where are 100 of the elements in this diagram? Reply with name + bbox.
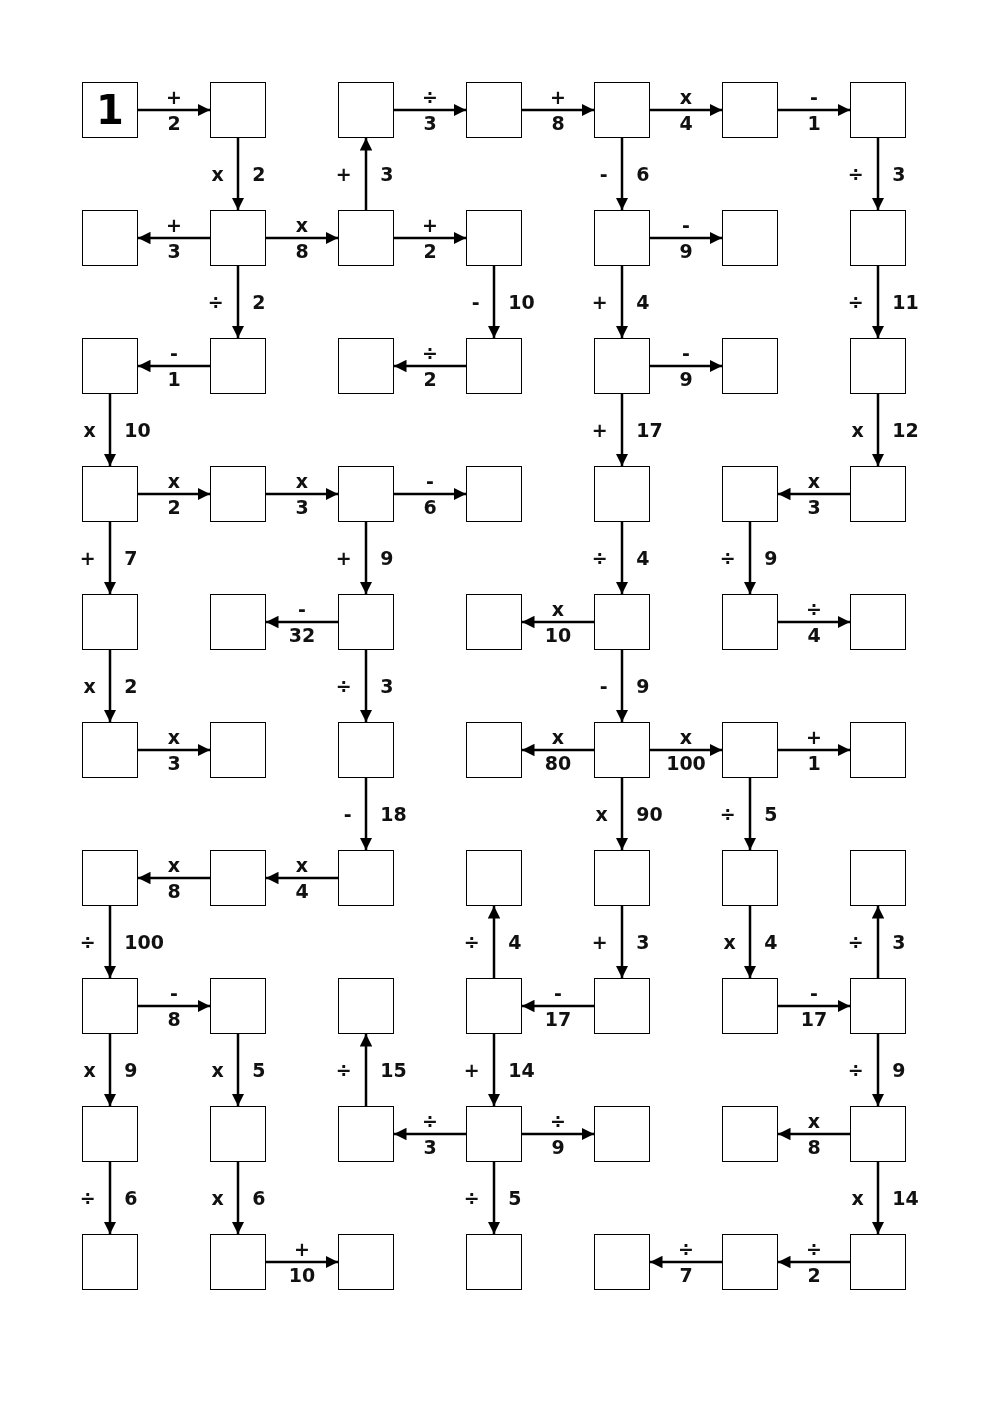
arrow: [522, 743, 594, 757]
edge-label: x 5: [211, 1059, 266, 1081]
answer-box: [338, 594, 394, 650]
answer-box: [82, 210, 138, 266]
answer-box: [82, 338, 138, 394]
arrow: [138, 103, 210, 117]
arrow: [487, 906, 501, 978]
answer-box: [82, 594, 138, 650]
answer-box: [722, 722, 778, 778]
arrow: [871, 1034, 885, 1106]
edge-label: x 90: [595, 803, 663, 825]
arrow: [394, 1127, 466, 1141]
edge-label: ÷ 4: [463, 931, 522, 953]
edge-label: - 17: [800, 981, 828, 1032]
arrow: [231, 138, 245, 210]
answer-box: [594, 1106, 650, 1162]
edge-label: x 80: [544, 725, 572, 776]
edge-label: ÷ 11: [847, 291, 919, 313]
edge-label: ÷ 2: [806, 1237, 822, 1288]
edge-label: ÷ 3: [847, 163, 906, 185]
edge-label: ÷ 5: [719, 803, 778, 825]
edge-label: - 18: [343, 803, 407, 825]
arrow: [266, 871, 338, 885]
edge-label: x 12: [851, 419, 919, 441]
arrow: [266, 615, 338, 629]
answer-box: [210, 1106, 266, 1162]
edge-label: + 3: [166, 213, 182, 264]
arrow: [522, 615, 594, 629]
answer-box: [466, 722, 522, 778]
arrow: [615, 394, 629, 466]
arrow: [359, 138, 373, 210]
edge-label: ÷ 4: [806, 597, 822, 648]
answer-box: [850, 1234, 906, 1290]
answer-box: [466, 1234, 522, 1290]
answer-box: [210, 338, 266, 394]
answer-box: [850, 594, 906, 650]
edge-label: x 4: [679, 85, 693, 136]
edge-label: ÷ 3: [422, 1109, 438, 1160]
edge-label: + 4: [591, 291, 650, 313]
arrow: [650, 1255, 722, 1269]
arrow: [394, 487, 466, 501]
edge-label: - 9: [679, 213, 693, 264]
arrow: [778, 103, 850, 117]
arrow: [266, 231, 338, 245]
arrow: [871, 1162, 885, 1234]
edge-label: ÷ 3: [335, 675, 394, 697]
edge-label: ÷ 2: [207, 291, 266, 313]
edge-label: x 14: [851, 1187, 919, 1209]
edge-label: + 1: [806, 725, 822, 776]
arrow: [778, 999, 850, 1013]
arrow: [615, 266, 629, 338]
answer-box: [338, 82, 394, 138]
arrow: [138, 487, 210, 501]
arrow: [359, 1034, 373, 1106]
answer-box: [594, 978, 650, 1034]
edge-label: - 9: [599, 675, 650, 697]
edge-label: - 17: [544, 981, 572, 1032]
arrow: [394, 359, 466, 373]
edge-label: + 14: [463, 1059, 535, 1081]
edge-label: ÷ 3: [847, 931, 906, 953]
edge-label: ÷ 9: [719, 547, 778, 569]
answer-box: [594, 722, 650, 778]
edge-label: x 8: [295, 213, 309, 264]
start-number: 1: [96, 90, 124, 130]
arrow: [103, 522, 117, 594]
arrow: [394, 231, 466, 245]
edge-label: x 2: [83, 675, 138, 697]
edge-label: ÷ 6: [79, 1187, 138, 1209]
answer-box: [594, 850, 650, 906]
answer-box: [210, 850, 266, 906]
answer-box: [722, 82, 778, 138]
answer-box: [722, 338, 778, 394]
edge-label: ÷ 5: [463, 1187, 522, 1209]
arrow: [103, 394, 117, 466]
arrow: [359, 650, 373, 722]
answer-box: [594, 338, 650, 394]
answer-box: [594, 594, 650, 650]
edge-label: ÷ 3: [422, 85, 438, 136]
edge-label: x 3: [295, 469, 309, 520]
arrow: [359, 522, 373, 594]
answer-box: [722, 1234, 778, 1290]
answer-box: [466, 466, 522, 522]
arrow: [650, 103, 722, 117]
start-box: [82, 82, 138, 138]
arrow: [871, 266, 885, 338]
arrow: [778, 743, 850, 757]
answer-box: [722, 210, 778, 266]
answer-box: [210, 722, 266, 778]
answer-box: [722, 978, 778, 1034]
arrow: [778, 487, 850, 501]
edge-label: x 10: [544, 597, 572, 648]
edge-label: + 3: [591, 931, 650, 953]
arrow: [138, 359, 210, 373]
edge-label: - 6: [599, 163, 650, 185]
answer-box: [466, 82, 522, 138]
edge-label: - 1: [807, 85, 821, 136]
edge-label: + 2: [166, 85, 182, 136]
edge-label: + 17: [591, 419, 663, 441]
edge-label: - 10: [471, 291, 535, 313]
arrow: [231, 266, 245, 338]
